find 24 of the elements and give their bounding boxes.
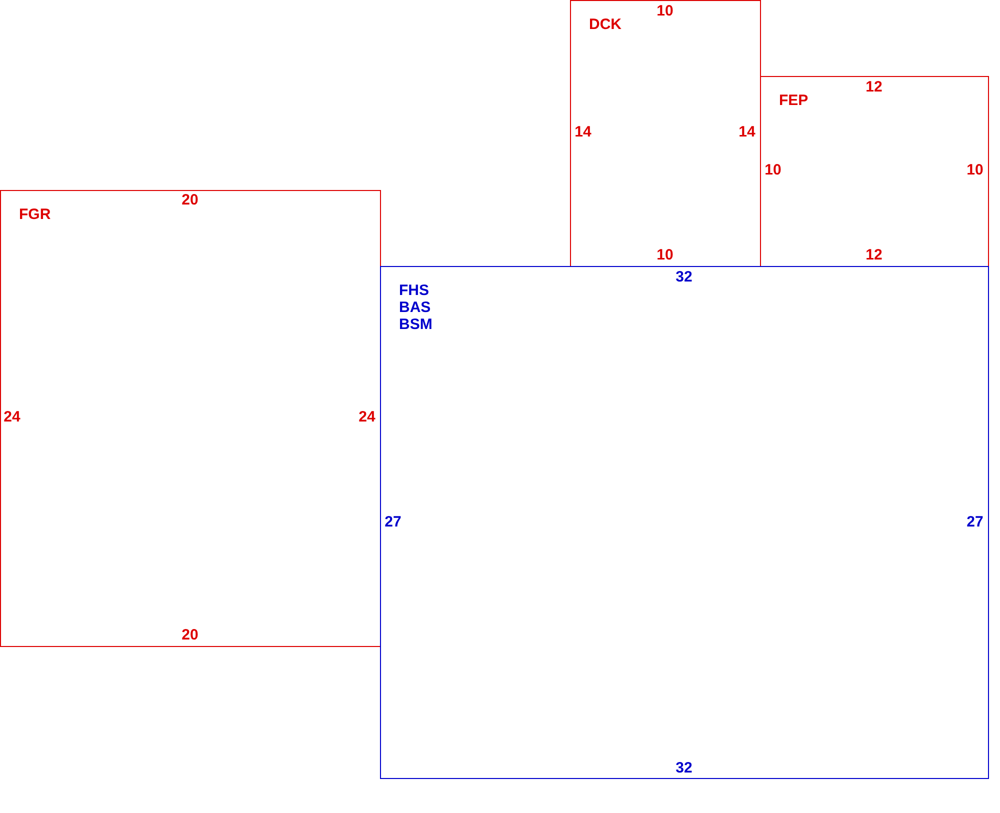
dimension-label: 10 — [656, 2, 674, 20]
room-label: FHS BAS BSM — [399, 282, 432, 333]
dimension-label: 10 — [764, 162, 782, 178]
room-label: DCK — [589, 16, 622, 33]
dimension-label: 12 — [866, 246, 882, 264]
dimension-label: 14 — [574, 124, 592, 140]
room-label: FGR — [19, 206, 51, 223]
dimension-label: 27 — [384, 514, 402, 530]
dimension-label: 10 — [966, 162, 984, 178]
dimension-label: 32 — [676, 760, 692, 776]
dimension-label: 20 — [182, 192, 198, 208]
room-outline — [380, 266, 989, 779]
dimension-label: 24 — [358, 408, 376, 426]
room-outline — [760, 76, 989, 267]
dimension-label: 24 — [4, 408, 20, 426]
dimension-label: 14 — [738, 124, 756, 140]
room-outline — [0, 190, 381, 647]
room-outline — [570, 0, 761, 267]
dimension-label: 27 — [966, 514, 984, 530]
dimension-label: 10 — [656, 246, 674, 264]
dimension-label: 20 — [182, 626, 198, 644]
dimension-label: 32 — [676, 268, 692, 286]
dimension-label: 12 — [866, 78, 882, 96]
room-label: FEP — [779, 92, 808, 109]
